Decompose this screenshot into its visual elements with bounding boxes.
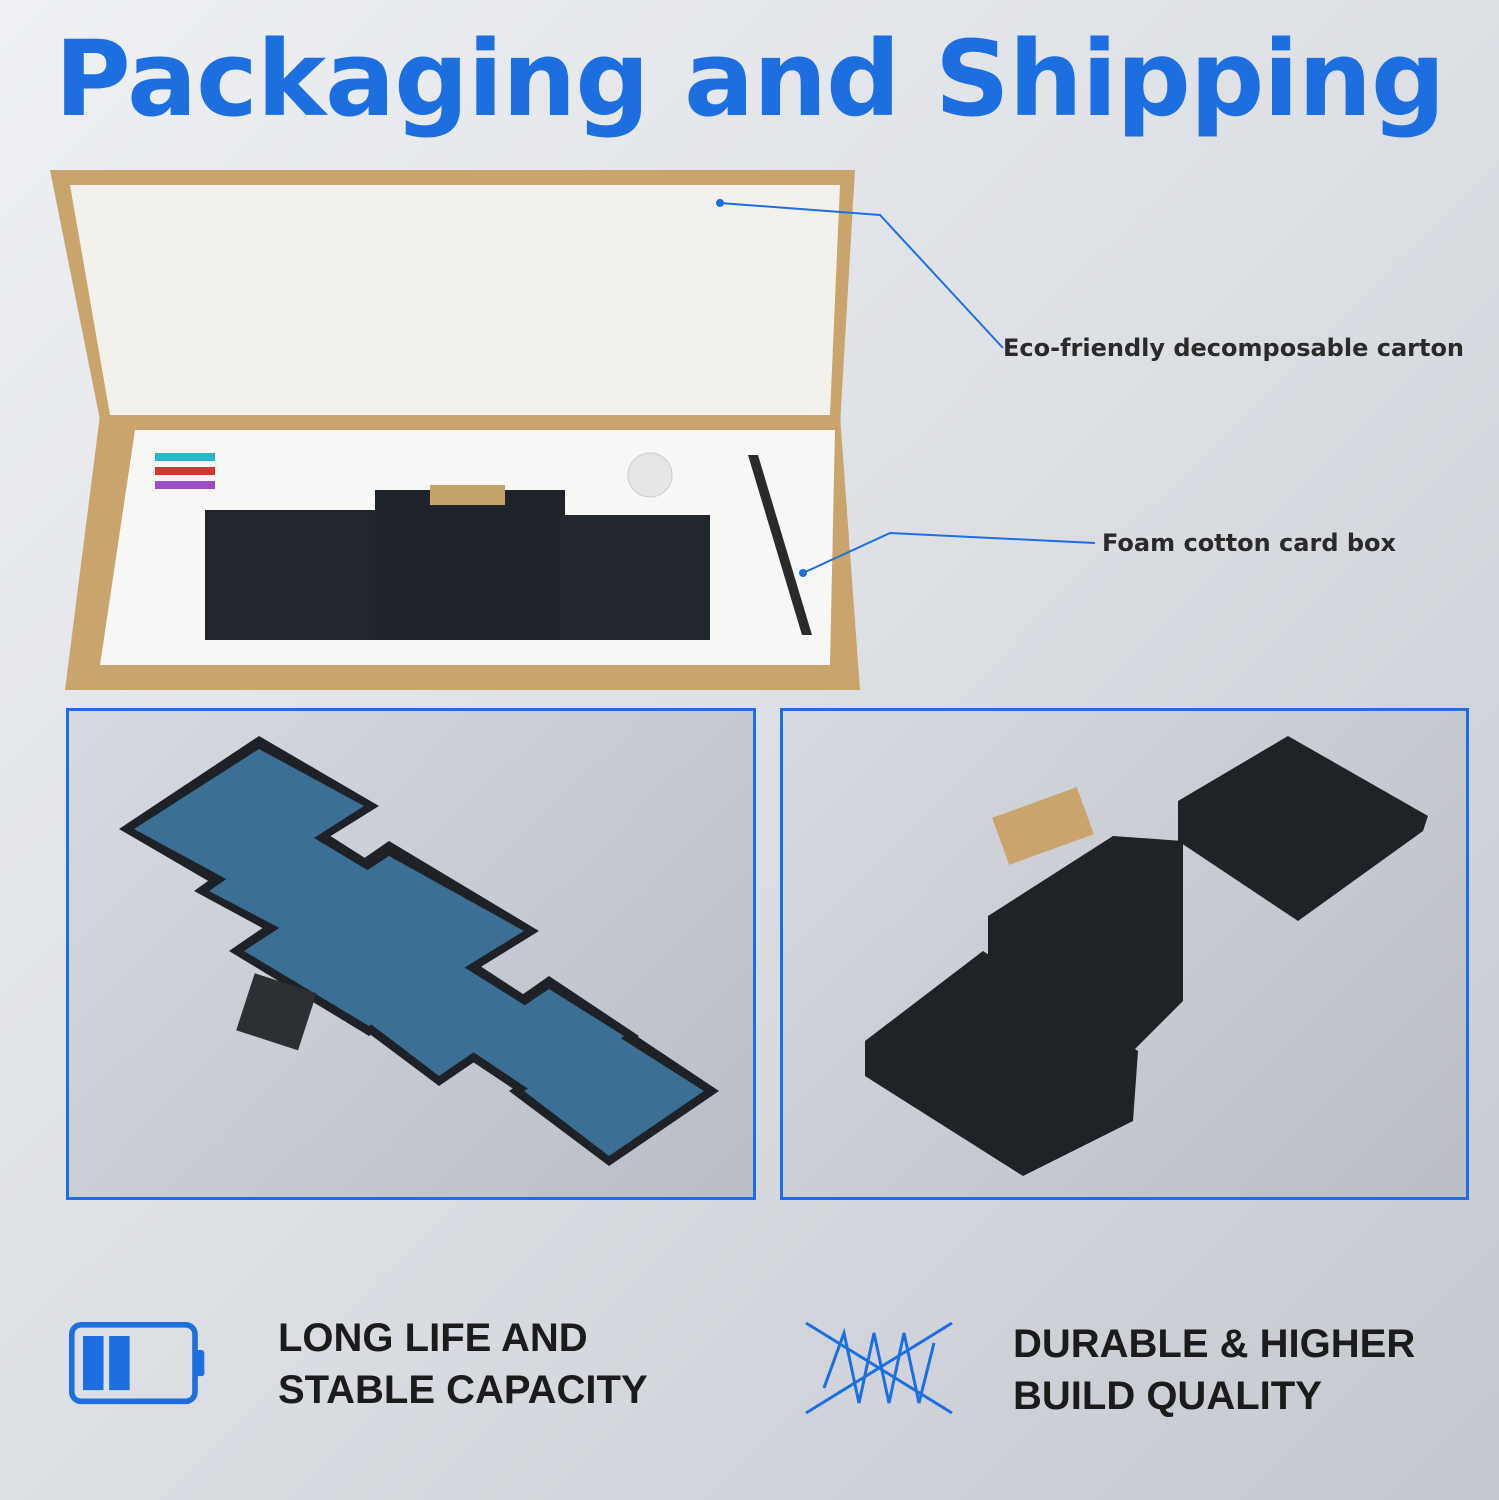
battery-front-panel	[66, 708, 756, 1200]
page-title: Packaging and Shipping	[54, 18, 1446, 140]
carton-callout-line	[716, 199, 1096, 577]
feature-line: STABLE CAPACITY	[278, 1368, 648, 1412]
battery-cells-image	[119, 736, 719, 1166]
battery-icon	[69, 1322, 205, 1405]
feature-long-life: LONG LIFE AND STABLE CAPACITY	[278, 1312, 648, 1416]
carton-callout: Eco-friendly decomposable carton	[1003, 334, 1465, 362]
foam-callout: Foam cotton card box	[1102, 529, 1396, 557]
packaging-box-image	[50, 170, 860, 690]
battery-back-panel	[780, 708, 1469, 1200]
feature-durable: DURABLE & HIGHER BUILD QUALITY	[1013, 1318, 1415, 1422]
feature-line: DURABLE & HIGHER	[1013, 1322, 1416, 1366]
battery-rear-image	[865, 736, 1428, 1176]
feature-line: LONG LIFE AND	[278, 1316, 588, 1360]
twisted-wire-icon	[805, 1321, 953, 1415]
feature-line: BUILD QUALITY	[1013, 1374, 1322, 1418]
